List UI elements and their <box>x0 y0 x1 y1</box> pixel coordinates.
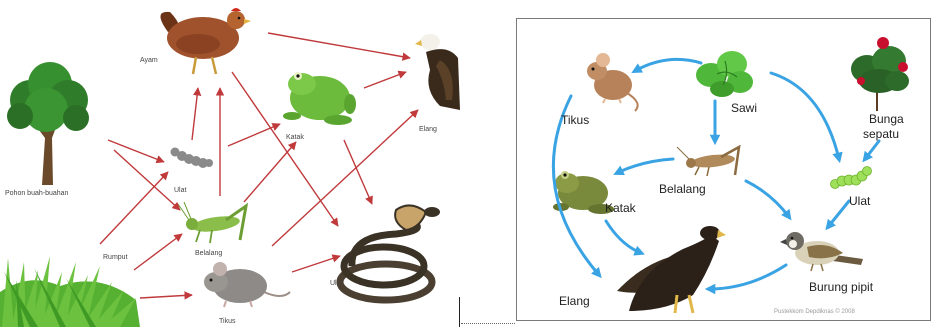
label-bunga-line1: Bunga <box>869 112 904 126</box>
arrow-pohon-to-ulat <box>108 140 164 162</box>
left-food-web-drawing <box>0 0 460 327</box>
arrow-tikus-to-elang <box>272 110 418 246</box>
arrow-belalang-to-katak <box>617 159 673 173</box>
arrow-ulat-to-burung-pipit <box>828 201 849 227</box>
lettuce-icon <box>696 51 753 97</box>
label-katak: Katak <box>605 201 636 215</box>
arrow-belalang-to-burung-pipit <box>746 181 789 217</box>
arrow-pohon-to-belalang <box>114 150 180 210</box>
arrow-rumput-to-belalang <box>134 234 182 270</box>
label-burung-pipit: Burung pipit <box>809 280 873 294</box>
mouse-icon <box>204 262 290 307</box>
arrow-katak-to-ular <box>344 140 372 204</box>
caterpillar-icon <box>171 148 214 169</box>
label-tikus: Tikus <box>219 318 235 326</box>
mouse-icon <box>587 53 638 111</box>
label-elang: Elang <box>419 126 437 134</box>
arrow-belalang-to-katak <box>244 142 296 202</box>
label-katak: Katak <box>286 134 304 142</box>
arrow-katak-to-elang <box>606 221 641 253</box>
label-rumput: Rumput <box>103 254 128 262</box>
right-food-web: Tikus Sawi Bunga sepatu Belalang Katak U… <box>516 18 931 321</box>
label-elang: Elang <box>559 294 590 308</box>
arrow-sawi-to-ulat <box>771 73 839 159</box>
arrow-rumput-to-ulat <box>100 172 168 244</box>
arrow-tikus-to-ular <box>292 256 340 272</box>
sparrow-icon <box>780 232 863 271</box>
arrow-katak-to-elang <box>364 72 406 88</box>
arrow-ulat-to-katak <box>228 124 280 146</box>
label-ayam: Ayam <box>140 57 158 65</box>
grasshopper-icon <box>178 202 246 243</box>
divider-line <box>459 297 460 327</box>
arrow-bunga-to-ulat <box>865 141 879 159</box>
frog-icon <box>283 72 356 125</box>
chicken-icon <box>160 8 251 74</box>
snake-icon <box>340 205 440 300</box>
grass-icon <box>0 256 140 327</box>
grasshopper-icon <box>677 147 739 176</box>
eagle-icon <box>617 226 726 313</box>
label-bunga-line2: sepatu <box>863 127 899 141</box>
label-ular: Ular <box>330 280 343 288</box>
label-belalang: Belalang <box>659 182 706 196</box>
watermark: Pustekkom Depdiknas © 2008 <box>774 309 855 315</box>
eagle-icon <box>415 34 460 110</box>
label-ulat: Ulat <box>849 194 870 208</box>
fruit-tree-icon <box>7 62 89 185</box>
left-food-web: Ayam Elang Katak Pohon buah-buahan Ulat … <box>0 0 460 327</box>
arrow-ayam-to-elang <box>268 33 410 58</box>
label-pohon: Pohon buah-buahan <box>5 190 68 198</box>
label-sawi: Sawi <box>731 101 757 115</box>
label-ulat: Ulat <box>174 187 186 195</box>
caterpillar-icon <box>831 167 872 189</box>
hibiscus-plant-icon <box>851 37 909 111</box>
arrow-burung-pipit-to-elang <box>709 265 786 289</box>
arrow-rumput-to-tikus <box>140 295 192 298</box>
label-tikus: Tikus <box>561 113 589 127</box>
dotted-divider <box>461 323 515 324</box>
label-belalang: Belalang <box>195 250 222 258</box>
arrow-sawi-to-tikus <box>635 59 701 71</box>
right-food-web-drawing <box>517 19 931 321</box>
arrow-ulat-to-ayam <box>192 88 198 140</box>
